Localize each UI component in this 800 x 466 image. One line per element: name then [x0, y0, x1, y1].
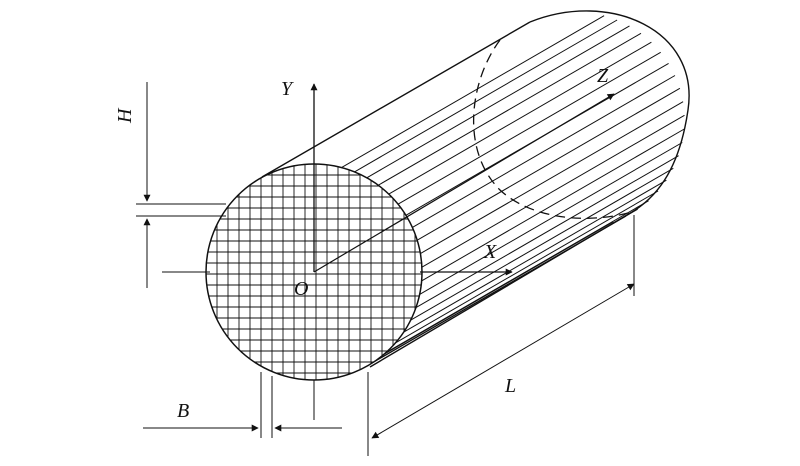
origin-label: O	[294, 278, 308, 300]
width-dimension	[143, 372, 342, 438]
cylinder-hidden-rim	[473, 39, 633, 219]
side-hatch-line	[421, 114, 685, 268]
side-hatch-line	[395, 190, 659, 344]
side-hatch-line	[378, 32, 642, 186]
side-hatch-line	[388, 41, 652, 195]
z-axis-label: Z	[597, 65, 609, 87]
side-hatch-line	[354, 19, 618, 173]
side-hatch-line	[397, 51, 661, 205]
side-hatch-line	[415, 155, 679, 309]
z-axis-line	[313, 93, 615, 273]
y-axis-label: Y	[281, 78, 294, 100]
x-axis-label: X	[483, 241, 497, 263]
side-hatch-line	[416, 87, 681, 241]
side-hatch-line	[341, 15, 605, 169]
length-dimension	[367, 215, 635, 456]
side-hatch-line	[420, 101, 684, 255]
side-hatch-line	[403, 179, 667, 333]
cylinder-back-rim	[529, 10, 690, 213]
cylinder-side-hatching	[341, 15, 685, 375]
cylinder-top-edge	[261, 21, 531, 178]
length-label: L	[504, 375, 516, 397]
height-label: H	[114, 107, 136, 124]
width-label: B	[177, 400, 189, 422]
side-hatch-line	[412, 75, 676, 228]
side-hatch-line	[366, 25, 630, 179]
side-hatch-line	[419, 142, 683, 295]
side-hatch-line	[421, 128, 685, 282]
height-dimension	[136, 82, 226, 288]
